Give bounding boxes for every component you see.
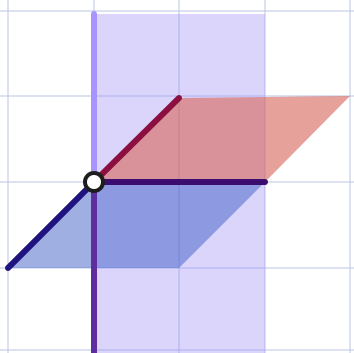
slanted-axis-upper <box>91 95 182 185</box>
slanted-axis-lower <box>5 179 97 271</box>
slanted-plane <box>94 96 350 182</box>
origin-point <box>83 171 105 193</box>
horizontal-plane <box>8 182 265 268</box>
